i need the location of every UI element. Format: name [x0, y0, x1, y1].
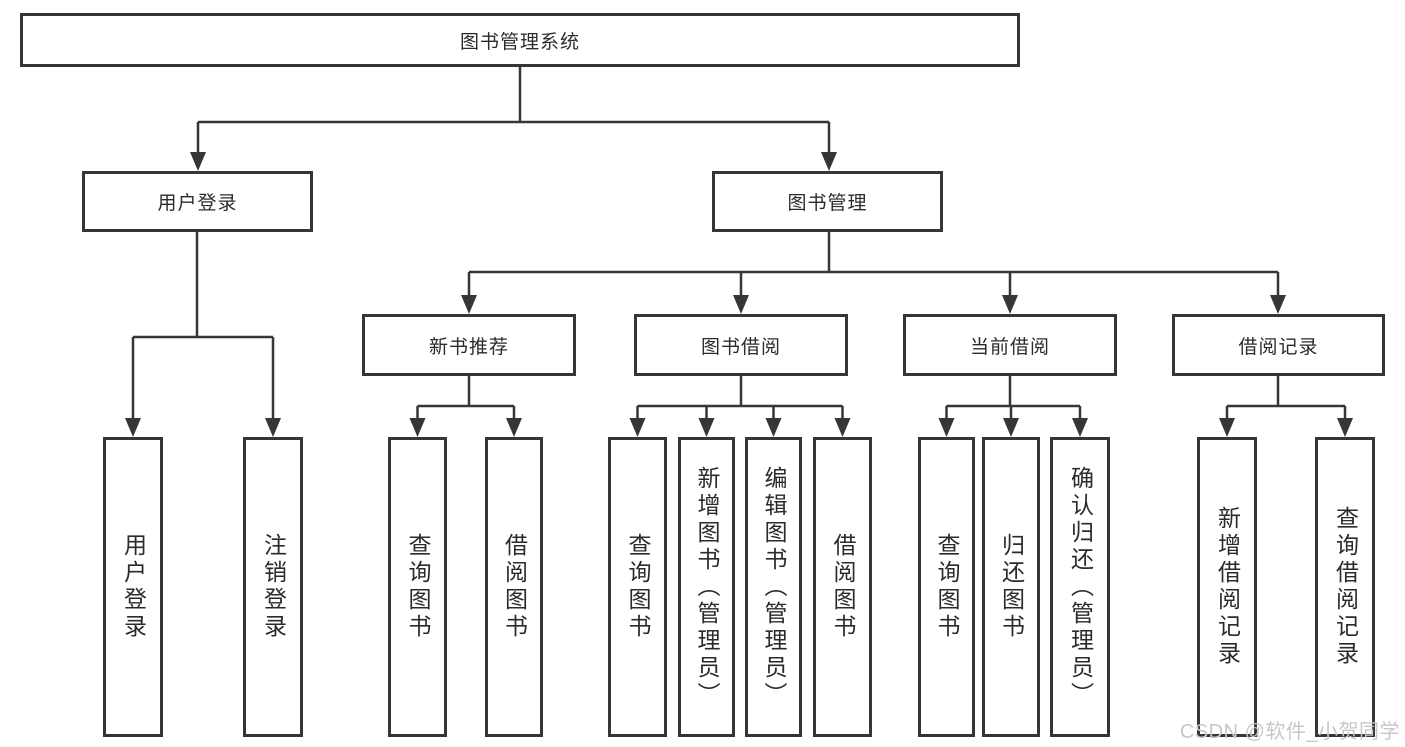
leaf-label: 编辑图书（管理员） [761, 465, 787, 709]
leaf-borrow-books-recommend: 借阅图书 [485, 437, 543, 737]
leaf-return-books: 归还图书 [982, 437, 1040, 737]
leaf-label: 查询图书 [405, 533, 431, 641]
node-label: 图书借阅 [700, 336, 781, 358]
node-label: 新书推荐 [428, 336, 509, 358]
leaf-label: 查询借阅记录 [1332, 506, 1359, 668]
leaf-label: 归还图书 [998, 533, 1025, 641]
leaf-query-books-current: 查询图书 [918, 437, 975, 737]
leaf-label: 新增图书（管理员） [694, 465, 720, 709]
leaf-label: 查询图书 [625, 533, 651, 641]
leaf-query-books-borrowing: 查询图书 [608, 437, 667, 737]
leaf-label: 借阅图书 [830, 533, 856, 641]
node-label: 借阅记录 [1238, 336, 1319, 358]
node-user-login: 用户登录 [82, 171, 313, 232]
leaf-add-book-admin: 新增图书（管理员） [678, 437, 735, 737]
node-book-borrowing: 图书借阅 [634, 314, 848, 376]
node-label: 当前借阅 [969, 336, 1050, 358]
leaf-label: 借阅图书 [501, 533, 528, 641]
node-label: 图书管理系统 [459, 31, 580, 53]
node-book-management: 图书管理 [712, 171, 943, 232]
leaf-confirm-return-admin: 确认归还（管理员） [1050, 437, 1110, 737]
node-label: 用户登录 [157, 193, 238, 214]
leaf-borrow-books: 借阅图书 [813, 437, 872, 737]
leaf-edit-book-admin: 编辑图书（管理员） [745, 437, 802, 737]
node-current-borrowing: 当前借阅 [903, 314, 1117, 376]
leaf-query-borrow-record: 查询借阅记录 [1315, 437, 1375, 737]
leaf-label: 查询图书 [934, 533, 960, 641]
node-borrowing-records: 借阅记录 [1172, 314, 1385, 376]
leaf-label: 注销登录 [260, 533, 287, 641]
node-library-management-system: 图书管理系统 [20, 13, 1020, 67]
leaf-user-login: 用户登录 [103, 437, 163, 737]
node-label: 图书管理 [787, 193, 868, 214]
leaf-logout: 注销登录 [243, 437, 303, 737]
node-new-book-recommend: 新书推荐 [362, 314, 576, 376]
csdn-watermark: CSDN @软件_小贺同学 [1179, 721, 1400, 743]
leaf-label: 用户登录 [120, 533, 147, 641]
leaf-label: 新增借阅记录 [1214, 506, 1241, 668]
arrowheads [125, 152, 1353, 437]
leaf-add-borrow-record: 新增借阅记录 [1197, 437, 1257, 737]
leaf-query-books-recommend: 查询图书 [388, 437, 447, 737]
leaf-label: 确认归还（管理员） [1067, 465, 1094, 709]
